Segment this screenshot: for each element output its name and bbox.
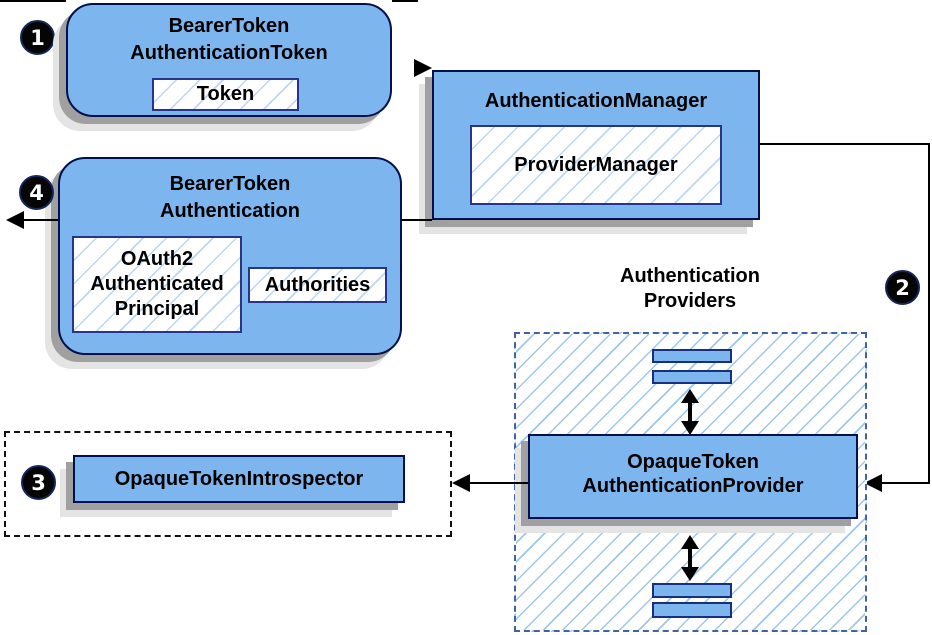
provider-list-bar [652,370,732,384]
authentication-providers-title: Authentication Providers [620,265,760,312]
member-provider-manager-box: ProviderManager [470,125,722,205]
step-4-badge: 4 [19,175,54,210]
step-1-badge: 1 [20,20,55,55]
arrow-token-to-manager-head [414,59,432,77]
step-1-number: 1 [30,25,45,50]
double-arrow-top-up-head [681,389,699,403]
member-token-box: Token [152,78,299,111]
provider-to-introspector-line [468,482,528,484]
node-opaque-token-introspector-title: OpaqueTokenIntrospector [114,467,364,490]
node-bearer-token-authentication-token-title: BearerToken AuthenticationToken [130,15,328,64]
step-2-line-horizontal [760,143,930,145]
step-3-badge: 3 [21,465,56,500]
step-2-line-into-provider [882,482,930,484]
member-provider-manager-label: ProviderManager [514,153,678,176]
double-arrow-bottom-down-head [681,567,699,581]
member-authorities-box: Authorities [248,267,387,303]
provider-list-bar [652,583,732,598]
arrow-token-to-manager-line [392,0,418,2]
member-principal-box: OAuth2 Authenticated Principal [72,236,242,333]
provider-list-bar [652,349,732,363]
step-4-number: 4 [29,180,44,205]
step-4-arrowhead [6,211,24,229]
member-principal-label: OAuth2 Authenticated Principal [90,248,224,320]
introspector-group [4,431,452,537]
double-arrow-top-down-head [681,421,699,435]
step-2-line-vertical [928,143,930,484]
node-opaque-token-introspector: OpaqueTokenIntrospector [73,455,405,503]
provider-to-introspector-arrowhead [452,474,470,492]
step-2-badge: 2 [885,270,920,305]
step-2-arrowhead [864,474,882,492]
double-arrow-bottom-shaft [688,547,692,569]
provider-list-bar [652,602,732,618]
double-arrow-bottom-up-head [681,535,699,549]
member-token-label: Token [196,83,255,105]
incoming-request-line [0,0,66,2]
node-opaque-token-authentication-provider-title: OpaqueToken AuthenticationProvider [582,451,804,497]
node-authentication-manager-title: AuthenticationManager [484,90,708,112]
node-opaque-token-authentication-provider: OpaqueToken AuthenticationProvider [528,434,858,519]
step-4-line [24,219,58,221]
node-bearer-token-authentication-title: BearerToken Authentication [160,173,300,222]
member-authorities-label: Authorities [264,273,371,296]
manager-to-authentication-line [400,219,432,221]
step-3-number: 3 [31,470,46,495]
double-arrow-top-shaft [688,401,692,423]
step-2-number: 2 [895,275,910,300]
